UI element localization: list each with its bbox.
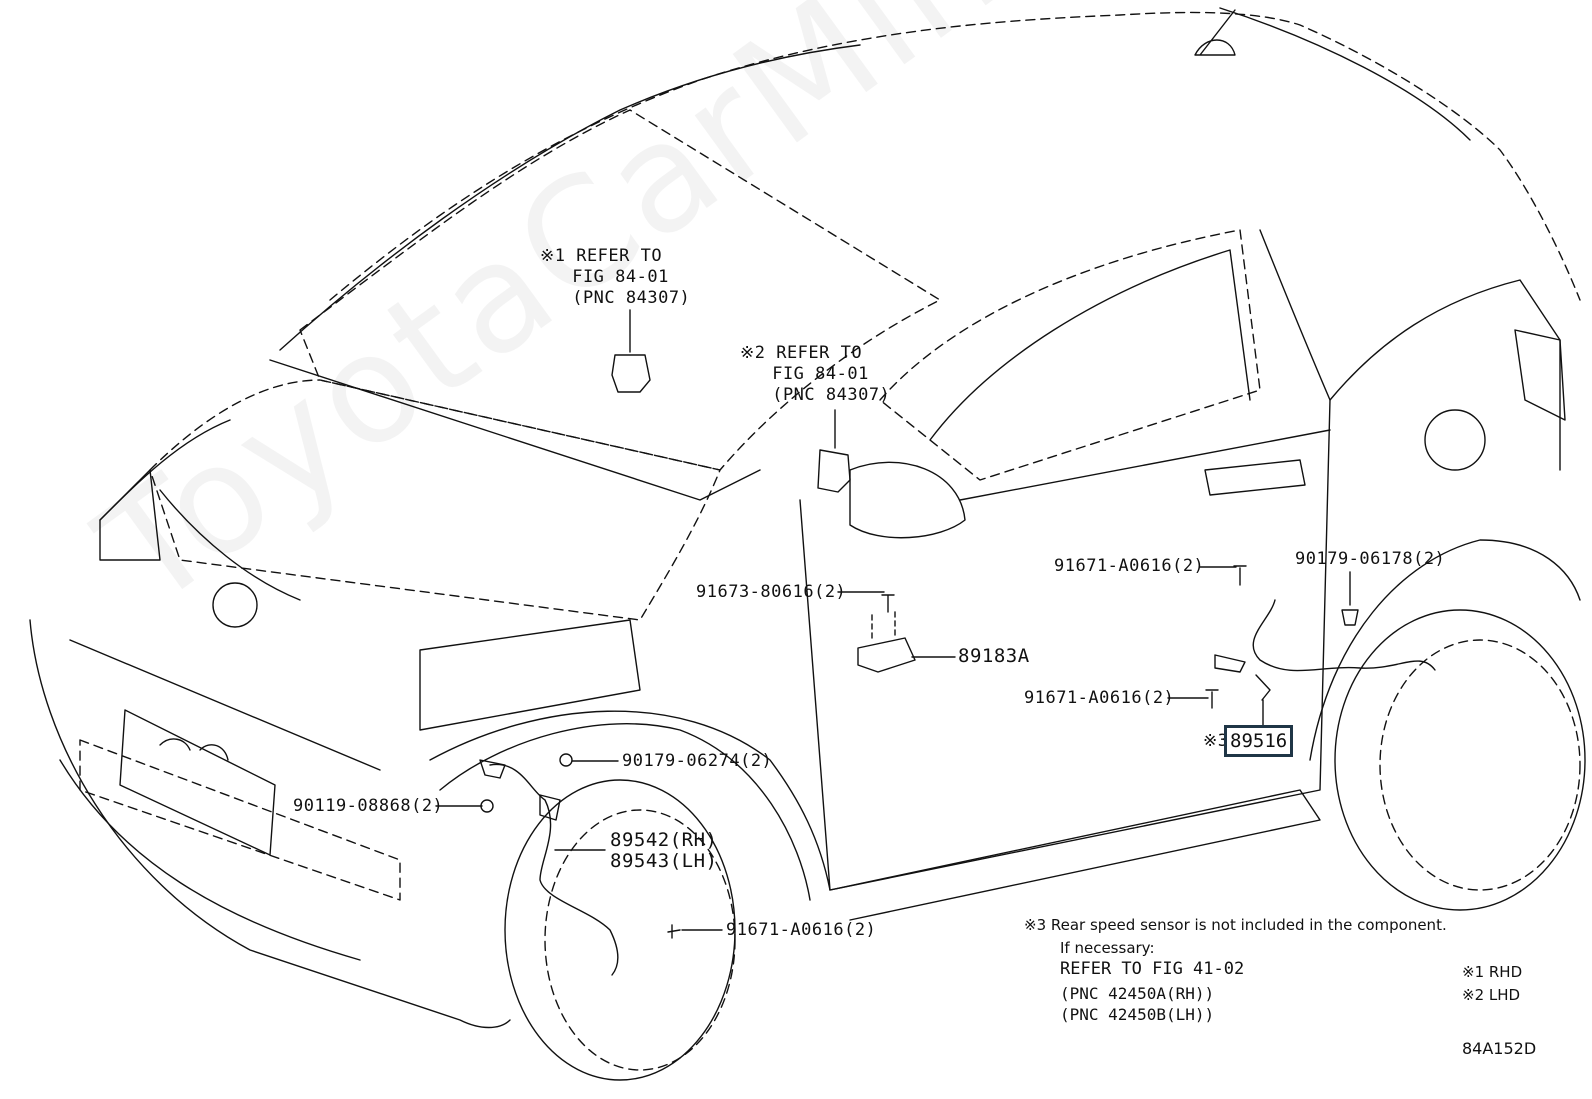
front-wheel-arch xyxy=(439,723,811,901)
note-rear-sensor: ※3 Rear speed sensor is not included in … xyxy=(1024,916,1447,934)
windshield-lower xyxy=(269,359,761,501)
rear-wheel xyxy=(1334,609,1586,911)
rear-light xyxy=(1514,329,1566,421)
legend-rhd: ※1 RHD xyxy=(1462,963,1523,981)
note-if-necessary: If necessary: xyxy=(1060,939,1155,957)
note-refer-fig: REFER TO FIG 41-02 xyxy=(1060,959,1245,979)
front-panel xyxy=(69,639,381,771)
airbag-sensor-1 xyxy=(611,354,651,393)
license-plate xyxy=(119,709,276,856)
headlight-left xyxy=(99,469,161,561)
figure-code: 84A152D xyxy=(1462,1039,1537,1058)
part-89183A xyxy=(857,637,916,673)
hood-outline xyxy=(149,379,721,621)
clip-90179-06178 xyxy=(1341,609,1359,626)
front-bumper xyxy=(29,619,511,1029)
nut-90179-06274 xyxy=(559,753,573,767)
headlight-right xyxy=(419,619,641,731)
rear-wheel-inner xyxy=(1379,639,1581,891)
rear-sensor-clip xyxy=(1255,674,1271,701)
note-pnc-lh: (PNC 42450B(LH)) xyxy=(1060,1005,1215,1024)
roof-outline xyxy=(329,11,1581,301)
front-wheel xyxy=(504,779,736,1081)
fog-lamp xyxy=(212,582,258,628)
label-91671-a0616-middle[interactable]: 91671-A0616(2) xyxy=(1024,688,1175,708)
door-belt xyxy=(959,429,1331,501)
antenna xyxy=(1194,9,1236,56)
rear-quarter xyxy=(1329,279,1561,471)
side-window xyxy=(879,229,1261,481)
label-90119-08868[interactable]: 90119-08868(2) xyxy=(293,796,444,816)
label-89516-highlighted[interactable]: 89516 xyxy=(1224,725,1294,757)
bolt-91673 xyxy=(881,594,895,613)
label-89543-lh[interactable]: 89543(LH) xyxy=(610,850,718,872)
roof-rear-edge xyxy=(1219,7,1471,141)
label-91671-a0616-upper[interactable]: 91671-A0616(2) xyxy=(1054,556,1205,576)
label-ref1: ※1 REFER TO FIG 84-01 (PNC 84307) xyxy=(540,246,691,308)
emblem-area xyxy=(159,489,301,601)
label-ref2: ※2 REFER TO FIG 84-01 (PNC 84307) xyxy=(740,343,891,405)
side-mirror xyxy=(849,461,966,539)
label-91673-80616[interactable]: 91673-80616(2) xyxy=(696,582,847,602)
label-90179-06274[interactable]: 90179-06274(2) xyxy=(622,751,773,771)
windshield xyxy=(299,109,941,471)
front-wheel-inner xyxy=(544,809,736,1071)
label-89516-mark: ※3 xyxy=(1203,731,1229,751)
hood-front xyxy=(99,419,231,521)
front-sensor-harness xyxy=(489,763,619,976)
window-frame xyxy=(929,249,1251,441)
roof-front-edge xyxy=(279,44,861,351)
bolt-91671-b xyxy=(1205,689,1219,709)
bumper-grille xyxy=(79,739,401,901)
bolt-91671-c xyxy=(667,924,681,939)
label-91671-a0616-lower[interactable]: 91671-A0616(2) xyxy=(726,920,877,940)
rear-sensor-bracket xyxy=(1214,654,1246,673)
label-89183A[interactable]: 89183A xyxy=(958,645,1030,667)
nut-90119 xyxy=(480,799,494,813)
door-handle xyxy=(1204,459,1306,496)
fuel-door xyxy=(1424,409,1486,471)
front-sensor-bracket xyxy=(479,759,506,779)
label-89542-rh[interactable]: 89542(RH) xyxy=(610,829,718,851)
bumper-lower xyxy=(59,759,361,961)
dash-91673 xyxy=(871,611,896,641)
rocker-panel xyxy=(829,789,1321,921)
legend-lhd: ※2 LHD xyxy=(1462,986,1521,1004)
label-90179-06178[interactable]: 90179-06178(2) xyxy=(1295,549,1446,569)
airbag-sensor-2 xyxy=(817,449,851,493)
note-pnc-rh: (PNC 42450A(RH)) xyxy=(1060,984,1215,1003)
plate-mark xyxy=(159,738,229,761)
rear-wheel-arch xyxy=(1309,539,1581,761)
front-sensor-clip xyxy=(539,794,561,821)
front-fender xyxy=(429,710,831,891)
bolt-91671-a xyxy=(1233,565,1247,586)
rear-sensor-harness xyxy=(1252,599,1436,672)
